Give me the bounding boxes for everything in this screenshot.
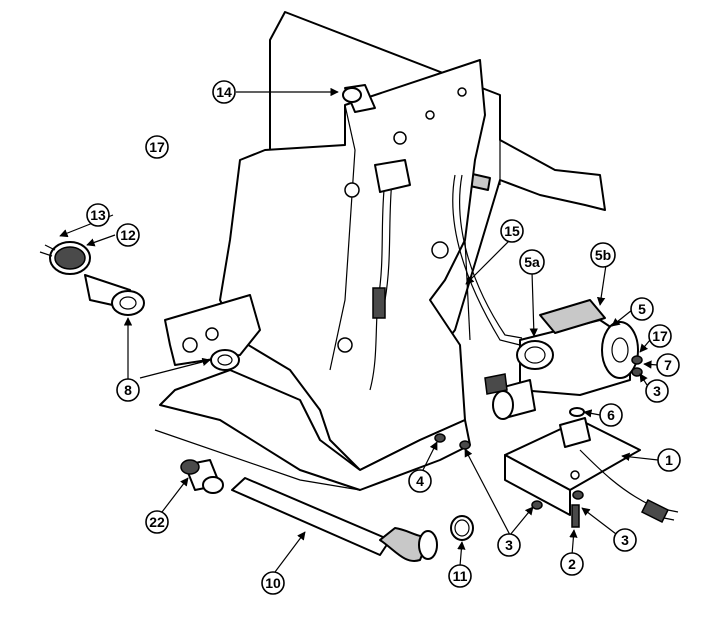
callout-5a: 5a — [519, 249, 545, 275]
callout-17-top: 17 — [145, 135, 169, 159]
svg-text:22: 22 — [149, 514, 165, 530]
hardware — [434, 355, 643, 528]
svg-text:3: 3 — [621, 532, 629, 548]
cabinet-hole — [431, 241, 449, 259]
cabinet-hole — [393, 131, 407, 145]
callout-5: 5 — [630, 297, 654, 321]
drain-nut — [210, 349, 240, 371]
svg-text:12: 12 — [120, 227, 136, 243]
drain-fitting — [39, 241, 145, 316]
cabinet-hole — [344, 182, 360, 198]
wire-harness — [369, 159, 411, 391]
svg-text:8: 8 — [124, 382, 132, 398]
cabinet-hole — [425, 110, 435, 120]
svg-text:13: 13 — [90, 207, 106, 223]
svg-text:10: 10 — [265, 575, 281, 591]
svg-text:2: 2 — [568, 556, 576, 572]
callout-5b: 5b — [590, 242, 616, 268]
svg-text:5a: 5a — [524, 254, 540, 270]
o-ring — [450, 515, 474, 541]
svg-text:1: 1 — [665, 452, 673, 468]
svg-text:3: 3 — [653, 383, 661, 399]
cabinet-hole — [457, 87, 467, 97]
callout-1: 1 — [657, 448, 681, 472]
callout-15: 15 — [500, 219, 524, 243]
callout-2: 2 — [560, 552, 584, 576]
svg-text:11: 11 — [453, 568, 468, 584]
callout-3-bottom-right: 3 — [613, 528, 637, 552]
svg-text:3: 3 — [505, 537, 513, 553]
svg-text:5b: 5b — [595, 247, 611, 263]
callout-10: 10 — [261, 571, 285, 595]
callout-22: 22 — [145, 510, 169, 534]
pump-assembly — [484, 299, 639, 420]
callout-11: 11 — [448, 564, 472, 588]
svg-text:17: 17 — [652, 328, 668, 344]
callout-4: 4 — [408, 469, 432, 493]
svg-text:7: 7 — [664, 357, 672, 373]
svg-text:15: 15 — [504, 223, 520, 239]
drain-coupling — [180, 459, 224, 494]
suction-fitting — [342, 84, 376, 113]
mounting-bracket — [504, 417, 641, 516]
callout-7: 7 — [656, 353, 680, 377]
cabinet-base-plate — [154, 369, 471, 491]
svg-text:14: 14 — [216, 84, 232, 100]
power-cord — [579, 449, 679, 524]
hose — [452, 174, 523, 346]
callout-13: 13 — [86, 203, 110, 227]
svg-text:6: 6 — [607, 407, 615, 423]
callout-14: 14 — [212, 80, 236, 104]
cabinet-hole — [337, 337, 353, 353]
drain-bracket — [164, 294, 261, 366]
callout-12: 12 — [116, 223, 140, 247]
callout-3-right: 3 — [645, 379, 669, 403]
callout-17-right: 17 — [648, 324, 672, 348]
svg-text:4: 4 — [416, 473, 424, 489]
callout-3-bottom-left: 3 — [497, 533, 521, 557]
callout-8: 8 — [116, 378, 140, 402]
cabinet-body — [219, 59, 486, 471]
svg-text:5: 5 — [638, 301, 646, 317]
flex-drain-hose — [231, 477, 438, 562]
callout-6: 6 — [599, 403, 623, 427]
svg-text:17: 17 — [149, 139, 165, 155]
